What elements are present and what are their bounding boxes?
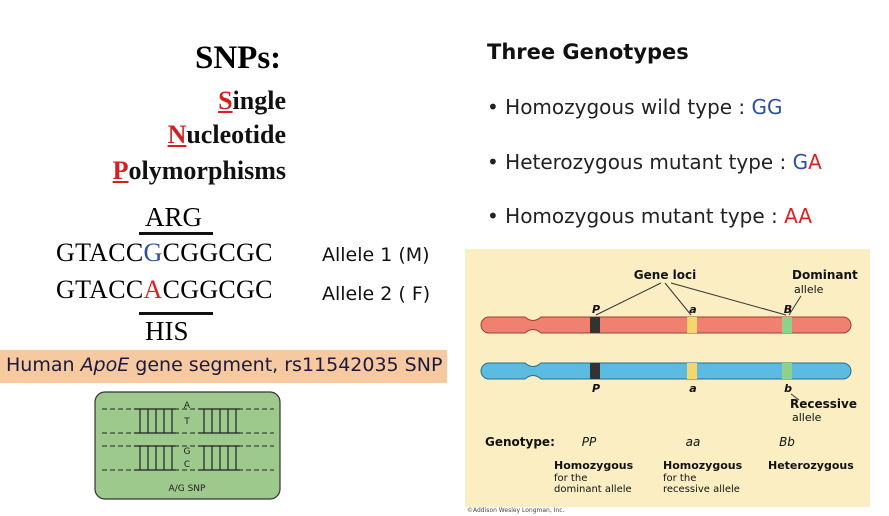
sequence-allele-1: GTACCGCGGCGC (56, 238, 273, 268)
banner-before: Human (6, 354, 81, 376)
pointer-line (595, 282, 662, 316)
recessive-allele-label: allele (792, 411, 822, 424)
locus-band (782, 317, 792, 333)
allele-2-label: Allele 2 ( F) (322, 283, 431, 305)
locus-band (590, 317, 600, 333)
banner-after: gene segment, rs11542035 SNP (129, 354, 443, 376)
genotype-label: • Homozygous mutant type : (487, 204, 785, 228)
locus-band (687, 363, 697, 379)
dominant-label: Dominant (792, 268, 858, 282)
codon-label-his: HIS (145, 316, 189, 346)
genotype-code-part: A (808, 150, 822, 174)
genotype-heading: Genotype: (485, 435, 555, 449)
top-locus-label: B (784, 303, 792, 316)
initial-s: S (218, 86, 233, 115)
seq2-prefix: GTACC (56, 275, 144, 304)
base-pair-rungs (139, 409, 237, 433)
bottom-locus-label: P (592, 382, 600, 395)
allele-1-label: Allele 1 (M) (322, 244, 430, 266)
genotype-code: AA (784, 204, 813, 228)
pointer-line (790, 393, 800, 401)
rest-nucleotide: ucleotide (186, 120, 286, 149)
base-a: A (184, 401, 191, 411)
dna-panel-background (94, 391, 281, 500)
dominant-allele-label: allele (794, 283, 824, 296)
bottom-locus-label: b (784, 382, 792, 395)
genotype-pp: PP (582, 435, 597, 449)
base-t: T (183, 417, 190, 427)
codon-bar-his (139, 312, 213, 315)
codon-bar-arg (139, 232, 213, 235)
seq1-prefix: GTACC (56, 238, 144, 267)
desc-line: for the (663, 473, 696, 484)
locus-band (782, 363, 792, 379)
recessive-label: Recessive (790, 397, 857, 411)
top-locus-label: a (689, 303, 696, 316)
seq1-suffix: CGGCGC (162, 238, 273, 267)
desc-homozygous-dominant: Homozygous (554, 459, 634, 472)
genotype-code: GG (751, 95, 783, 119)
genotype-homozygous-mutant: • Homozygous mutant type : AA (487, 204, 812, 228)
sequence-allele-2: GTACCACGGCGC (56, 275, 273, 305)
genotype-bb: Bb (779, 435, 795, 449)
base-pair-rungs (139, 446, 237, 470)
base-c: C (184, 460, 190, 470)
initial-n: N (167, 120, 187, 149)
desc-heterozygous: Heterozygous (768, 459, 854, 472)
genotypes-title: Three Genotypes (487, 40, 689, 64)
snp-title: SNPs: (195, 40, 282, 76)
seq2-snp: A (143, 275, 163, 304)
chromosome-top (480, 316, 852, 334)
base-g: G (184, 447, 191, 457)
rest-single: ingle (232, 86, 286, 115)
gene-loci-figure: Gene loci Dominant allele P a B P a b Re… (465, 249, 870, 507)
rest-polymorphisms: olymorphisms (128, 156, 286, 185)
desc-line: recessive allele (663, 484, 740, 495)
top-locus-label: P (592, 303, 600, 316)
apoe-banner-text: Human ApoE gene segment, rs11542035 SNP (6, 354, 442, 376)
pointer-line (664, 282, 692, 316)
genotype-label: • Homozygous wild type : (487, 95, 752, 119)
genotype-label: • Heterozygous mutant type : (487, 150, 793, 174)
pointer-line (670, 282, 787, 316)
figure-copyright: ©Addison Wesley Longman, Inc. (467, 507, 565, 514)
desc-line: for the (554, 473, 587, 484)
locus-band (590, 363, 600, 379)
desc-homozygous-recessive: Homozygous (663, 459, 743, 472)
pointer-line (788, 295, 802, 316)
chromosome-bottom (480, 362, 852, 380)
bottom-locus-label: a (689, 382, 696, 395)
dna-snp-panel: A T G C A/G SNP (94, 391, 281, 500)
snp-expansion-polymorphisms: Polymorphisms (46, 156, 286, 186)
initial-p: P (112, 156, 129, 185)
genotype-code-part: G (792, 150, 809, 174)
dna-panel-caption: A/G SNP (169, 484, 206, 494)
seq1-snp: G (143, 238, 163, 267)
genotype-aa: aa (686, 435, 701, 449)
banner-gene: ApoE (80, 354, 130, 376)
genotype-homozygous-wild: • Homozygous wild type : GG (487, 95, 783, 119)
apoe-banner (0, 350, 447, 383)
locus-band (687, 317, 697, 333)
snp-expansion-nucleotide: Nucleotide (46, 120, 286, 150)
codon-label-arg: ARG (145, 202, 203, 232)
gene-loci-label: Gene loci (634, 268, 696, 282)
snp-expansion-single: Single (46, 86, 286, 116)
seq2-suffix: CGGCGC (162, 275, 273, 304)
genotype-heterozygous-mutant: • Heterozygous mutant type : GA (487, 150, 822, 174)
desc-line: dominant allele (554, 484, 632, 495)
